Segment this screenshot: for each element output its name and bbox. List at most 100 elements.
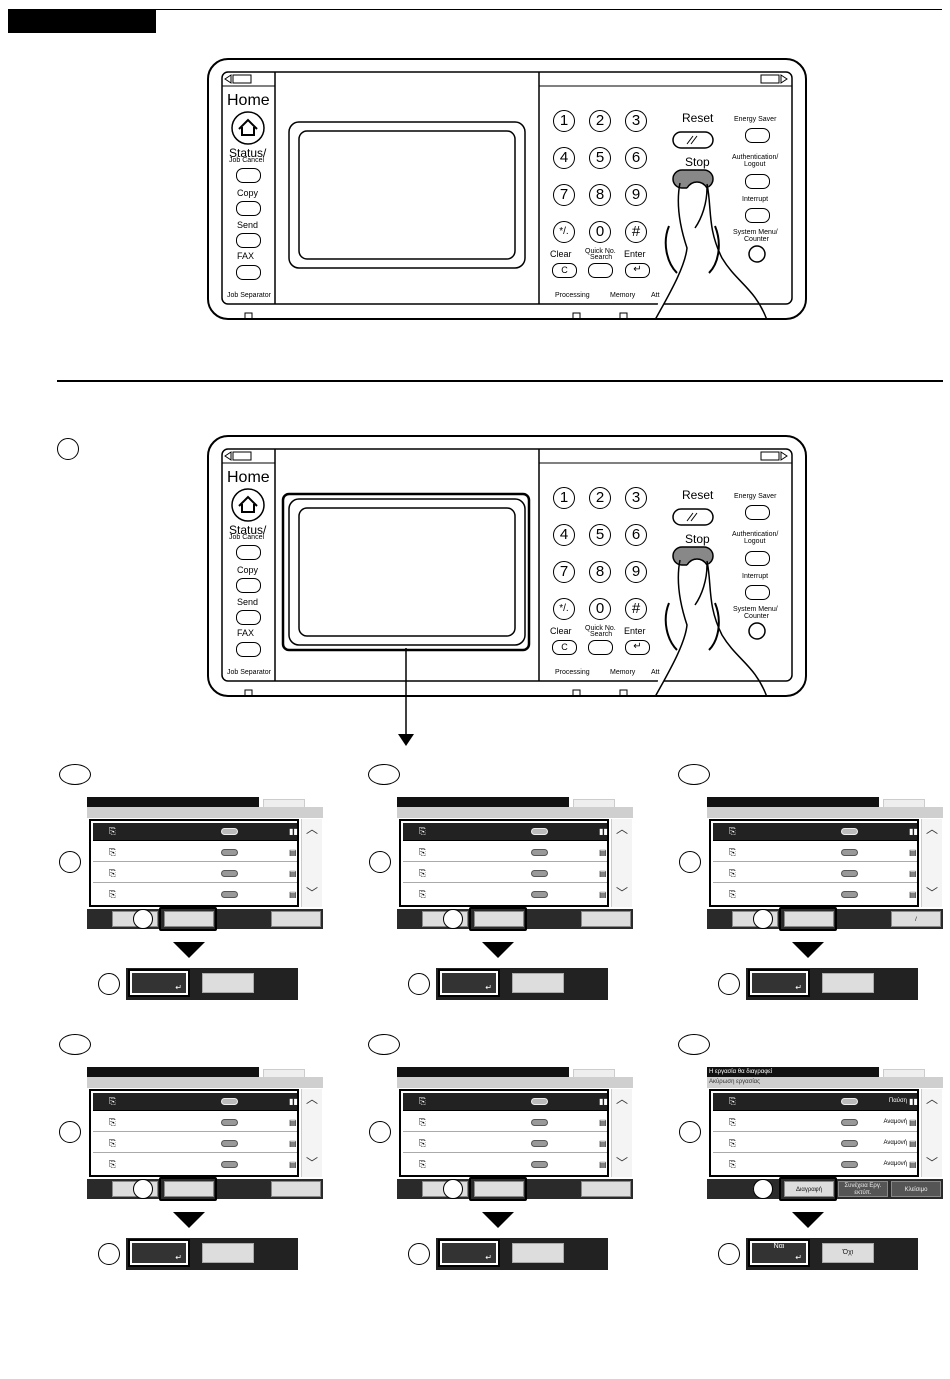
job-row[interactable]: ⎘▤ xyxy=(93,1135,297,1153)
key-4[interactable]: 4 xyxy=(553,524,575,546)
close-button[interactable]: Κλείσιμο xyxy=(891,1181,941,1197)
key-1[interactable]: 1 xyxy=(553,110,575,132)
yes-button[interactable]: Ναι↵ xyxy=(748,1239,810,1267)
job-row-selected[interactable]: ⎘Παύση▮▮ xyxy=(713,1093,918,1111)
chevron-down-icon[interactable]: ﹀ xyxy=(616,886,629,900)
close-button[interactable] xyxy=(271,1181,321,1197)
yes-button[interactable]: ↵ xyxy=(748,969,810,997)
quick-search-button[interactable] xyxy=(588,263,613,278)
no-button[interactable] xyxy=(512,973,564,993)
yes-button[interactable]: ↵ xyxy=(128,969,190,997)
job-row[interactable]: ⎘▤ xyxy=(403,1156,607,1174)
job-row[interactable]: ⎘▤ xyxy=(93,886,297,904)
key-9[interactable]: 9 xyxy=(625,561,647,583)
chevron-down-icon[interactable]: ﹀ xyxy=(926,1156,939,1170)
no-button[interactable] xyxy=(202,973,254,993)
continue-print-button[interactable]: Συνέχεια Εργ. εκτύπ. xyxy=(838,1181,888,1197)
job-row[interactable]: ⎘▤ xyxy=(93,1114,297,1132)
no-button[interactable] xyxy=(822,973,874,993)
enter-button[interactable]: ↵ xyxy=(625,263,650,278)
clear-button[interactable]: C xyxy=(552,263,577,278)
job-row[interactable]: ⎘▤ xyxy=(713,886,917,904)
send-button[interactable] xyxy=(236,233,261,248)
chevron-down-icon[interactable]: ﹀ xyxy=(306,1156,319,1170)
chevron-up-icon[interactable]: ︿ xyxy=(926,822,939,836)
key-5[interactable]: 5 xyxy=(589,524,611,546)
login-button[interactable] xyxy=(745,174,770,189)
key-8[interactable]: 8 xyxy=(589,184,611,206)
key-7[interactable]: 7 xyxy=(553,184,575,206)
delete-button[interactable] xyxy=(164,911,214,927)
job-row-selected[interactable]: ⎘▮▮ xyxy=(93,823,298,841)
key-2[interactable]: 2 xyxy=(589,487,611,509)
scrollbar[interactable]: ︿﹀ xyxy=(301,1089,322,1177)
delete-button[interactable] xyxy=(474,911,524,927)
key-6[interactable]: 6 xyxy=(625,147,647,169)
chevron-down-icon[interactable]: ﹀ xyxy=(616,1156,629,1170)
job-row[interactable]: ⎘▤ xyxy=(93,865,297,883)
job-row[interactable]: ⎘▤ xyxy=(403,844,607,862)
no-button[interactable] xyxy=(512,1243,564,1263)
key-4[interactable]: 4 xyxy=(553,147,575,169)
close-button[interactable] xyxy=(581,911,631,927)
no-button[interactable]: Όχι xyxy=(822,1243,874,1263)
job-row[interactable]: ⎘▤ xyxy=(93,844,297,862)
copy-button[interactable] xyxy=(236,578,261,593)
chevron-up-icon[interactable]: ︿ xyxy=(306,1092,319,1106)
yes-button[interactable]: ↵ xyxy=(438,1239,500,1267)
key-hash[interactable]: # xyxy=(625,221,647,243)
chevron-down-icon[interactable]: ﹀ xyxy=(306,886,319,900)
delete-button[interactable]: Διαγραφή xyxy=(784,1181,834,1197)
fax-button[interactable] xyxy=(236,642,261,657)
job-row[interactable]: ⎘▤ xyxy=(403,865,607,883)
job-row[interactable]: ⎘▤ xyxy=(403,1135,607,1153)
key-9[interactable]: 9 xyxy=(625,184,647,206)
key-0[interactable]: 0 xyxy=(589,221,611,243)
chevron-up-icon[interactable]: ︿ xyxy=(306,822,319,836)
no-button[interactable] xyxy=(202,1243,254,1263)
status-button[interactable] xyxy=(236,168,261,183)
energy-saver-button[interactable] xyxy=(745,505,770,520)
quick-search-button[interactable] xyxy=(588,640,613,655)
delete-button[interactable] xyxy=(164,1181,214,1197)
job-row[interactable]: ⎘▤ xyxy=(93,1156,297,1174)
key-hash[interactable]: # xyxy=(625,598,647,620)
close-button[interactable] xyxy=(271,911,321,927)
delete-button[interactable] xyxy=(784,911,834,927)
job-row[interactable]: ⎘▤ xyxy=(403,886,607,904)
chevron-up-icon[interactable]: ︿ xyxy=(926,1092,939,1106)
chevron-up-icon[interactable]: ︿ xyxy=(616,822,629,836)
scrollbar[interactable]: ︿﹀ xyxy=(611,819,632,907)
close-button[interactable]: / xyxy=(891,911,941,927)
key-1[interactable]: 1 xyxy=(553,487,575,509)
key-3[interactable]: 3 xyxy=(625,487,647,509)
job-row[interactable]: ⎘▤ xyxy=(403,1114,607,1132)
key-3[interactable]: 3 xyxy=(625,110,647,132)
job-row[interactable]: ⎘Αναμονή▤ xyxy=(713,1156,917,1174)
key-5[interactable]: 5 xyxy=(589,147,611,169)
scrollbar[interactable]: ︿﹀ xyxy=(921,819,942,907)
job-row[interactable]: ⎘Αναμονή▤ xyxy=(713,1114,917,1132)
energy-saver-button[interactable] xyxy=(745,128,770,143)
chevron-down-icon[interactable]: ﹀ xyxy=(926,886,939,900)
delete-button[interactable] xyxy=(474,1181,524,1197)
key-7[interactable]: 7 xyxy=(553,561,575,583)
job-row-selected[interactable]: ⎘▮▮ xyxy=(403,1093,608,1111)
interrupt-button[interactable] xyxy=(745,208,770,223)
job-row-selected[interactable]: ⎘▮▮ xyxy=(713,823,918,841)
enter-button[interactable]: ↵ xyxy=(625,640,650,655)
key-star[interactable]: */. xyxy=(553,221,575,243)
job-row[interactable]: ⎘▤ xyxy=(713,844,917,862)
job-row[interactable]: ⎘Αναμονή▤ xyxy=(713,1135,917,1153)
key-2[interactable]: 2 xyxy=(589,110,611,132)
clear-button[interactable]: C xyxy=(552,640,577,655)
job-row[interactable]: ⎘▤ xyxy=(713,865,917,883)
scrollbar[interactable]: ︿﹀ xyxy=(921,1089,942,1177)
yes-button[interactable]: ↵ xyxy=(438,969,500,997)
yes-button[interactable]: ↵ xyxy=(128,1239,190,1267)
close-button[interactable] xyxy=(581,1181,631,1197)
login-button[interactable] xyxy=(745,551,770,566)
scrollbar[interactable]: ︿﹀ xyxy=(611,1089,632,1177)
key-8[interactable]: 8 xyxy=(589,561,611,583)
job-row-selected[interactable]: ⎘▮▮ xyxy=(93,1093,298,1111)
